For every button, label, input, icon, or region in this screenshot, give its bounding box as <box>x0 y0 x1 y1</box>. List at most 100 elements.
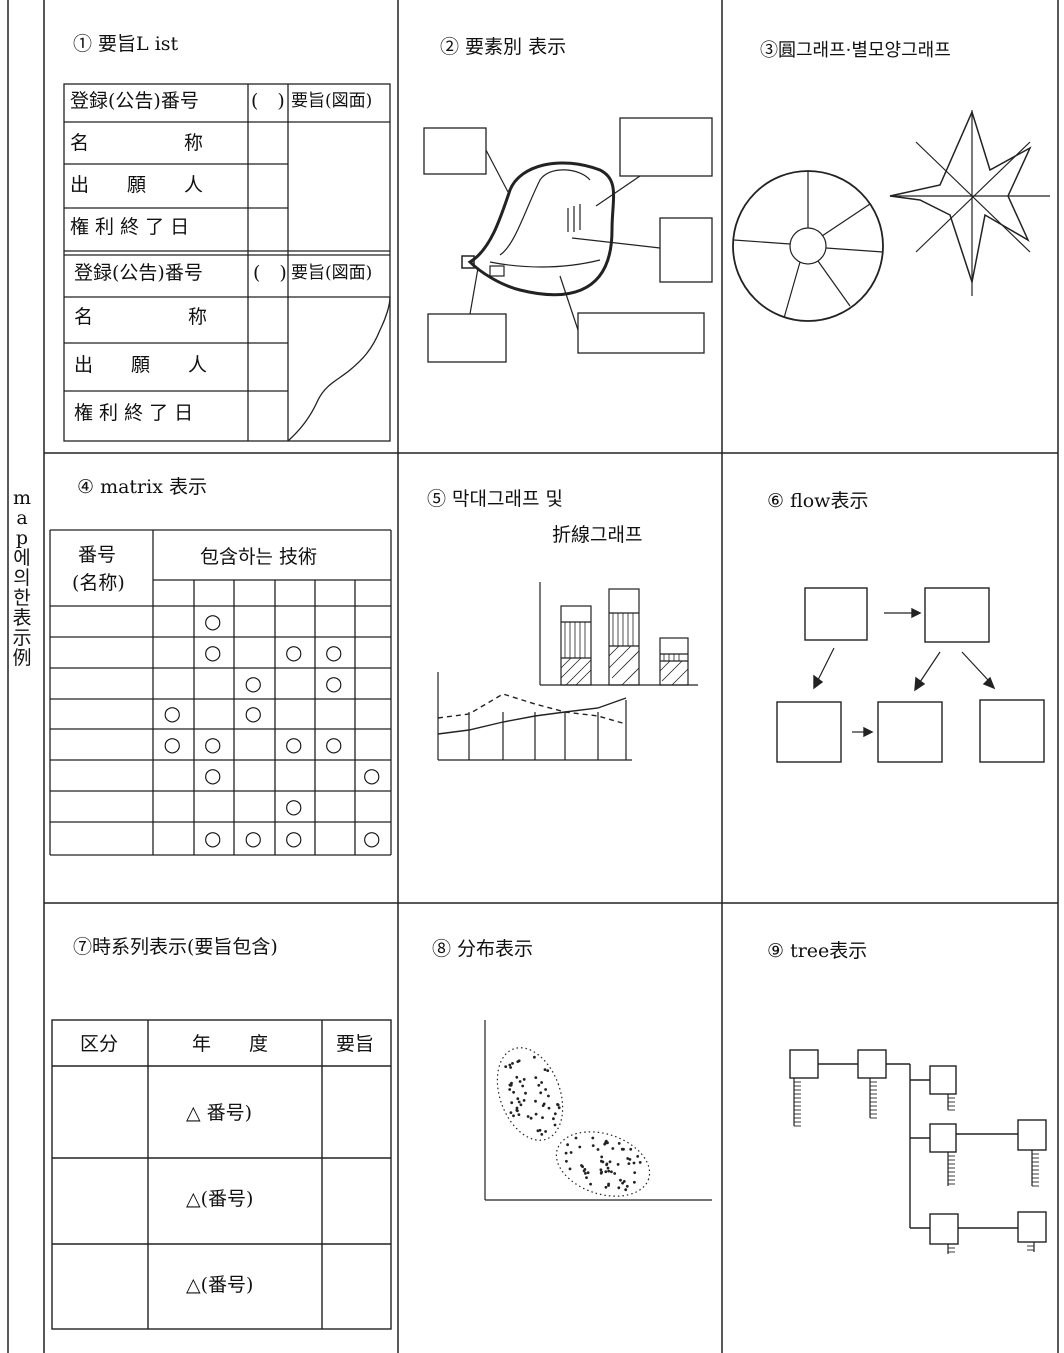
patent-list-field: 権 利 終 了 日 <box>74 402 194 424</box>
matrix-circle-mark: ○ <box>244 701 262 725</box>
distribution-dot <box>534 1112 538 1116</box>
distribution-dot <box>633 1180 636 1184</box>
distribution-dot <box>541 1104 545 1107</box>
distribution-dot <box>522 1099 526 1102</box>
distribution-dot <box>585 1176 588 1179</box>
matrix-circle-mark: ○ <box>363 825 381 850</box>
timeseries-header-summary: 要旨 <box>336 1033 375 1055</box>
matrix-circle-mark: ○ <box>204 825 222 850</box>
distribution-dot <box>541 1116 544 1119</box>
distribution-dot <box>603 1142 607 1146</box>
distribution-dot <box>621 1181 624 1185</box>
side-label-char: m <box>12 487 32 509</box>
flow-diagram <box>776 587 1045 763</box>
matrix-circle-mark: ○ <box>204 608 222 633</box>
side-label-char: p <box>15 527 29 549</box>
patent-list-summary-header: 要旨(図面) <box>291 263 373 283</box>
distribution-dot <box>510 1101 514 1105</box>
matrix-circle-mark: ○ <box>325 639 343 664</box>
distribution-dot <box>624 1188 628 1192</box>
distribution-dot <box>552 1117 555 1121</box>
distribution-dot <box>544 1088 547 1091</box>
distribution-dot <box>569 1151 573 1154</box>
patent-list-field: 登録(公告)番号 <box>70 90 199 112</box>
matrix-circle-mark: ○ <box>285 825 303 850</box>
side-label-char: 의 <box>13 567 31 589</box>
distribution-dot <box>626 1157 630 1160</box>
matrix-circle-mark: ○ <box>163 701 181 725</box>
distribution-dot <box>524 1091 527 1095</box>
distribution-dot <box>515 1106 519 1110</box>
distribution-dot <box>581 1165 584 1168</box>
distribution-dot <box>632 1161 636 1165</box>
distribution-dot <box>616 1163 620 1166</box>
patent-list-field: 出 願 人 <box>70 174 204 196</box>
distribution-dot <box>518 1080 522 1083</box>
distribution-dot <box>553 1112 557 1116</box>
distribution-dot <box>509 1111 513 1114</box>
patent-list-paren: ( ) <box>253 262 287 284</box>
side-label-char: a <box>16 507 28 529</box>
tree-diagram <box>789 1049 1047 1254</box>
distribution-dot <box>517 1100 521 1104</box>
side-label-char: 例 <box>12 647 32 669</box>
matrix-header-technologies: 包含하는 技術 <box>200 546 317 568</box>
distribution-dot <box>638 1161 642 1164</box>
timeseries-row-1: △ 番号) <box>186 1102 253 1124</box>
distribution-dot <box>564 1151 568 1155</box>
patent-list-table <box>63 83 391 442</box>
distribution-dot <box>607 1184 610 1187</box>
distribution-dot <box>589 1182 592 1186</box>
distribution-dot <box>546 1069 550 1072</box>
matrix-circle-mark: ○ <box>285 639 303 664</box>
distribution-dot <box>537 1083 541 1087</box>
timeseries-header-category: 区分 <box>80 1033 119 1055</box>
distribution-dot <box>557 1106 561 1110</box>
distribution-dot <box>617 1186 621 1190</box>
distribution-dot <box>610 1170 613 1174</box>
panel5-title-line2: 折線그래프 <box>552 524 643 546</box>
matrix-circle-mark: ○ <box>204 639 222 664</box>
matrix-circle-mark: ○ <box>285 793 303 818</box>
distribution-dot <box>620 1147 624 1151</box>
panel9-title: ⑨ tree表示 <box>767 940 868 962</box>
panel1-title: ① 要旨L ist <box>73 33 179 55</box>
patent-list-field: 名 称 <box>70 132 204 154</box>
side-label-char: 에 <box>13 547 31 569</box>
distribution-dot <box>599 1168 603 1172</box>
distribution-dot <box>629 1147 633 1151</box>
distribution-dot <box>538 1128 542 1132</box>
distribution-dot <box>625 1184 629 1188</box>
distribution-dot <box>517 1113 521 1116</box>
matrix-circle-mark: ○ <box>363 762 381 787</box>
distribution-dot <box>613 1172 617 1175</box>
matrix-circle-mark: ○ <box>204 762 222 787</box>
panel2-title: ② 要素別 表示 <box>440 36 567 58</box>
distribution-dot <box>591 1136 595 1140</box>
distribution-dot <box>512 1090 515 1094</box>
distribution-dot <box>547 1106 551 1110</box>
distribution-plot <box>484 1020 712 1201</box>
matrix-circle-mark: ○ <box>244 825 262 850</box>
patent-list-field: 権 利 終 了 日 <box>70 216 190 238</box>
distribution-dot <box>627 1162 631 1165</box>
distribution-dot <box>604 1170 608 1174</box>
distribution-dot <box>568 1167 572 1171</box>
timeseries-header-year: 年 度 <box>192 1033 269 1055</box>
patent-list-field: 出 願 人 <box>74 354 208 376</box>
distribution-dot <box>529 1116 533 1120</box>
distribution-dot <box>628 1158 632 1161</box>
distribution-dot <box>504 1065 508 1068</box>
timeseries-table <box>51 1019 392 1330</box>
distribution-dot <box>521 1084 525 1088</box>
distribution-dot <box>619 1178 622 1182</box>
distribution-dot <box>512 1114 515 1118</box>
outer-grid <box>7 0 1059 1353</box>
distribution-dot <box>516 1109 519 1113</box>
distribution-dot <box>515 1075 519 1079</box>
matrix-circle-mark: ○ <box>244 670 262 695</box>
distribution-dot <box>508 1063 512 1067</box>
